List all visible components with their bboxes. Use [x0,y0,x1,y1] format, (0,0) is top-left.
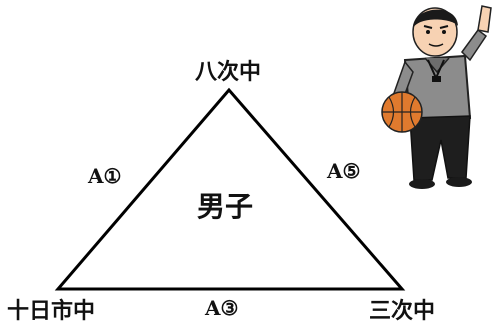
edge-label-left: A① [88,164,122,188]
node-label-top: 八次中 [195,59,262,85]
node-label-bottom-right: 三次中 [369,298,436,324]
referee-illustration [381,5,492,189]
referee-pants [409,115,471,181]
match-triangle [54,87,406,291]
referee-hair [413,9,458,28]
edge-label-bottom: A③ [205,296,239,320]
referee-raised-arm [461,28,488,62]
basketball-icon [381,91,423,133]
node-label-bottom-left: 十日市中 [7,298,96,324]
center-label: 男子 [197,190,254,223]
edge-label-right: A⑤ [327,159,361,183]
